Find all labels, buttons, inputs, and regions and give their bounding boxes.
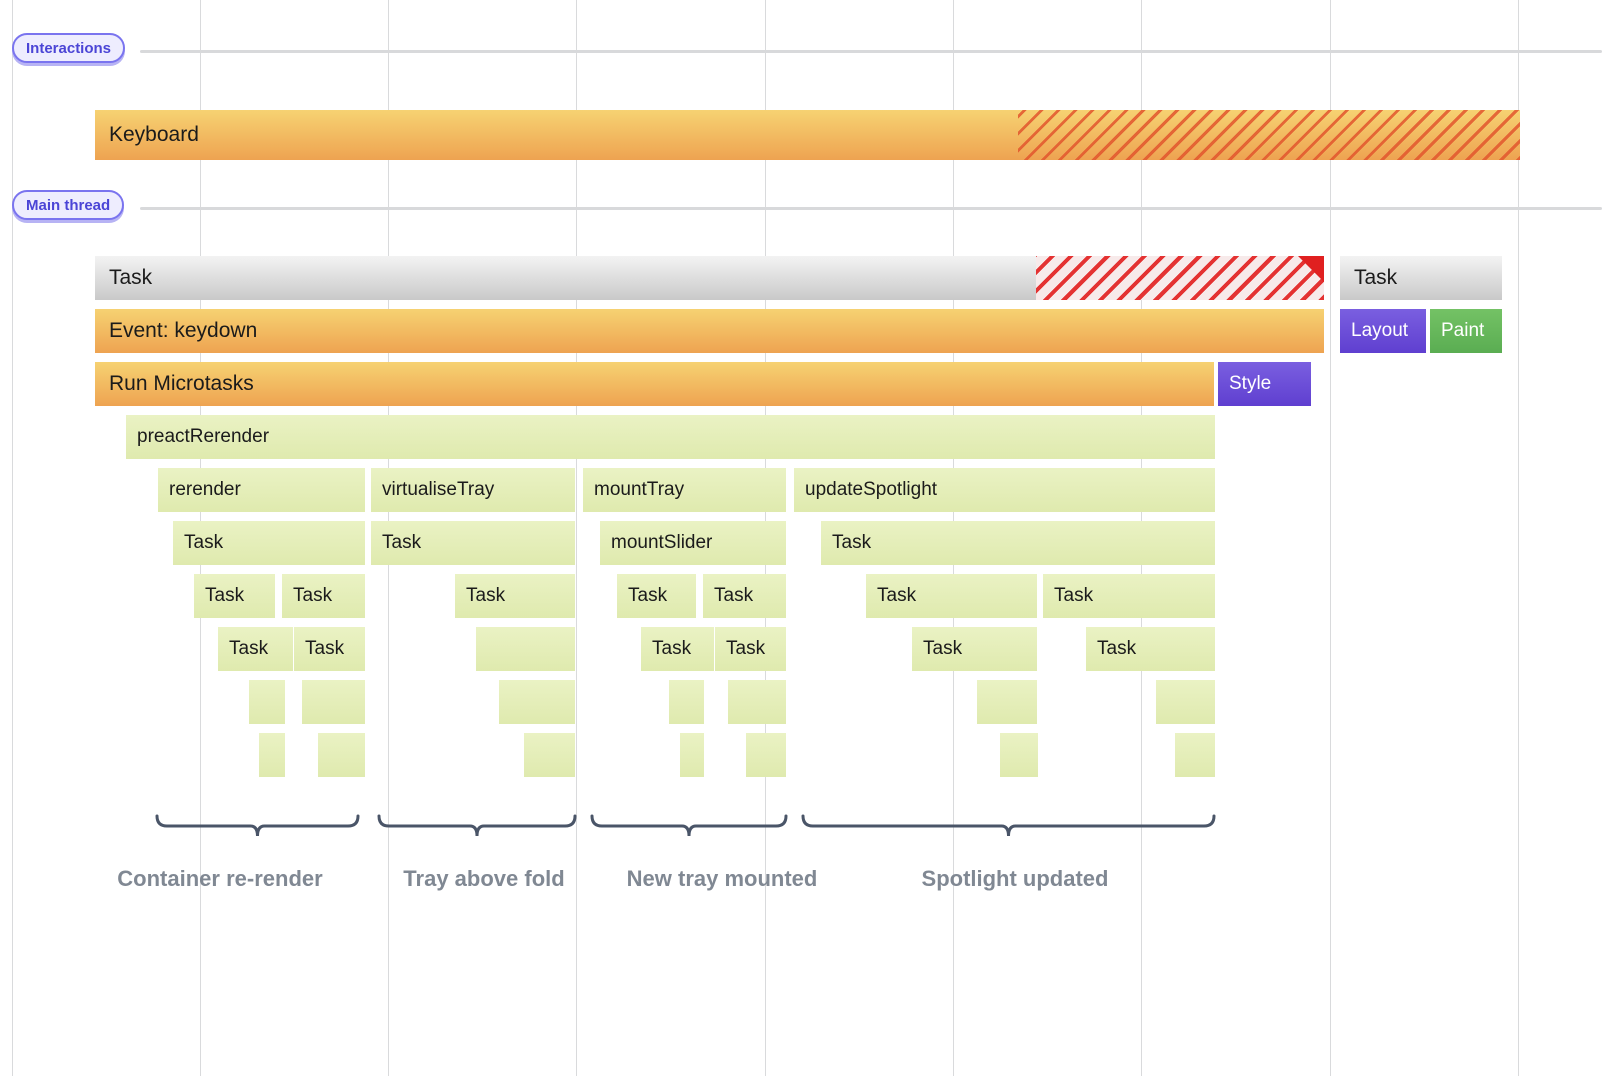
long-task-corner-icon bbox=[1298, 256, 1324, 282]
flame-bar-task-r6-5[interactable]: Task bbox=[866, 574, 1038, 618]
bar-label: Task bbox=[1097, 638, 1137, 659]
bar-label: Task bbox=[382, 532, 422, 553]
annotation-bracket-2 bbox=[590, 814, 788, 838]
flame-bar-virtualisetray-r4-1[interactable]: virtualiseTray bbox=[371, 468, 576, 512]
flame-bar-unlabeled-r9-3[interactable] bbox=[680, 733, 705, 777]
flame-bar-unlabeled-r9-1[interactable] bbox=[318, 733, 366, 777]
flame-bar-unlabeled-r9-2[interactable] bbox=[524, 733, 576, 777]
flame-bar-unlabeled-r8-2[interactable] bbox=[499, 680, 576, 724]
flame-bar-task-r0-1[interactable]: Task bbox=[1340, 256, 1502, 300]
bar-label: Task bbox=[229, 638, 269, 659]
bar-label: updateSpotlight bbox=[805, 479, 938, 500]
flame-bar-unlabeled-r8-6[interactable] bbox=[1156, 680, 1216, 724]
bar-label: Task bbox=[1354, 266, 1398, 289]
track-label-interactions[interactable]: Interactions bbox=[12, 33, 126, 63]
track-label-main-thread[interactable]: Main thread bbox=[12, 190, 125, 220]
flame-bar-event-keydown-r1-0[interactable]: Event: keydown bbox=[95, 309, 1324, 353]
bar-label: Layout bbox=[1351, 320, 1409, 341]
bar-label: Run Microtasks bbox=[109, 372, 254, 395]
bar-label: virtualiseTray bbox=[382, 479, 495, 500]
gridline-7 bbox=[1330, 0, 1331, 1076]
interactions-divider bbox=[140, 50, 1602, 53]
bar-label: Task bbox=[628, 585, 668, 606]
bar-label: Event: keydown bbox=[109, 319, 258, 342]
interaction-bar-keyboard[interactable]: Keyboard bbox=[95, 110, 1520, 160]
bar-label: Task bbox=[923, 638, 963, 659]
flame-bar-task-r0-0[interactable]: Task bbox=[95, 256, 1324, 300]
annotation-bracket-0 bbox=[155, 814, 360, 838]
bar-label: Task bbox=[305, 638, 345, 659]
annotation-label-container-re-render: Container re-render bbox=[117, 866, 323, 891]
flame-bar-updatespotlight-r4-3[interactable]: updateSpotlight bbox=[794, 468, 1216, 512]
bar-label: Task bbox=[832, 532, 872, 553]
flame-bar-unlabeled-r8-1[interactable] bbox=[302, 680, 366, 724]
flame-bar-task-r5-0[interactable]: Task bbox=[173, 521, 366, 565]
flame-bar-layout-r1-1[interactable]: Layout bbox=[1340, 309, 1426, 353]
flame-bar-task-r7-5[interactable]: Task bbox=[912, 627, 1038, 671]
flame-bar-run-microtasks-r2-0[interactable]: Run Microtasks bbox=[95, 362, 1214, 406]
gridline-0 bbox=[12, 0, 13, 1076]
annotation-bracket-3 bbox=[801, 814, 1216, 838]
gridline-8 bbox=[1518, 0, 1519, 1076]
bar-label: Task bbox=[726, 638, 766, 659]
flame-bar-unlabeled-r9-0[interactable] bbox=[259, 733, 286, 777]
flame-bar-unlabeled-r8-0[interactable] bbox=[249, 680, 286, 724]
bar-label: Task bbox=[184, 532, 224, 553]
flame-bar-task-r6-4[interactable]: Task bbox=[703, 574, 787, 618]
bar-label: mountSlider bbox=[611, 532, 713, 553]
bar-label: Keyboard bbox=[109, 123, 199, 146]
annotation-label-spotlight-updated: Spotlight updated bbox=[921, 866, 1109, 891]
bar-label: Task bbox=[109, 266, 153, 289]
flame-bar-task-r6-2[interactable]: Task bbox=[455, 574, 576, 618]
flame-bar-task-r7-3[interactable]: Task bbox=[641, 627, 715, 671]
bar-label: Task bbox=[466, 585, 506, 606]
bar-label: Style bbox=[1229, 373, 1272, 394]
annotation-label-tray-above-fold: Tray above fold bbox=[403, 866, 565, 891]
flame-bar-unlabeled-r8-5[interactable] bbox=[977, 680, 1038, 724]
flame-bar-unlabeled-r9-6[interactable] bbox=[1175, 733, 1216, 777]
bar-label: preactRerender bbox=[137, 426, 270, 447]
annotation-label-new-tray-mounted: New tray mounted bbox=[626, 866, 818, 891]
hatched-overlay bbox=[1036, 256, 1324, 300]
bar-label: Task bbox=[1054, 585, 1094, 606]
bar-label: Task bbox=[205, 585, 245, 606]
bar-label: Paint bbox=[1441, 320, 1485, 341]
annotation-bracket-1 bbox=[377, 814, 577, 838]
bar-label: rerender bbox=[169, 479, 241, 500]
bar-label: Task bbox=[293, 585, 333, 606]
flame-bar-task-r6-6[interactable]: Task bbox=[1043, 574, 1216, 618]
flame-bar-unlabeled-r7-2[interactable] bbox=[476, 627, 576, 671]
flame-bar-unlabeled-r8-4[interactable] bbox=[728, 680, 787, 724]
flame-bar-task-r7-1[interactable]: Task bbox=[294, 627, 366, 671]
flame-bar-task-r7-0[interactable]: Task bbox=[218, 627, 294, 671]
bar-label: mountTray bbox=[594, 479, 685, 500]
flame-bar-unlabeled-r8-3[interactable] bbox=[669, 680, 705, 724]
flame-bar-style-r2-1[interactable]: Style bbox=[1218, 362, 1311, 406]
bar-label: Task bbox=[877, 585, 917, 606]
main-thread-divider bbox=[140, 207, 1602, 210]
flame-bar-preactrerender-r3-0[interactable]: preactRerender bbox=[126, 415, 1216, 459]
flame-bar-task-r6-1[interactable]: Task bbox=[282, 574, 366, 618]
flame-bar-task-r7-6[interactable]: Task bbox=[1086, 627, 1216, 671]
flame-bar-task-r6-3[interactable]: Task bbox=[617, 574, 697, 618]
bar-label: Task bbox=[714, 585, 754, 606]
gridline-3 bbox=[576, 0, 577, 1076]
flame-bar-mountslider-r5-2[interactable]: mountSlider bbox=[600, 521, 787, 565]
hatched-overlay bbox=[1018, 110, 1520, 160]
flame-bar-task-r6-0[interactable]: Task bbox=[194, 574, 276, 618]
flame-bar-mounttray-r4-2[interactable]: mountTray bbox=[583, 468, 787, 512]
flame-bar-paint-r1-2[interactable]: Paint bbox=[1430, 309, 1502, 353]
flame-bar-rerender-r4-0[interactable]: rerender bbox=[158, 468, 366, 512]
flame-bar-task-r5-3[interactable]: Task bbox=[821, 521, 1216, 565]
flame-bar-unlabeled-r9-5[interactable] bbox=[1000, 733, 1039, 777]
flame-bar-task-r5-1[interactable]: Task bbox=[371, 521, 576, 565]
bar-label: Task bbox=[652, 638, 692, 659]
flame-bar-unlabeled-r9-4[interactable] bbox=[746, 733, 787, 777]
flame-bar-task-r7-4[interactable]: Task bbox=[715, 627, 787, 671]
